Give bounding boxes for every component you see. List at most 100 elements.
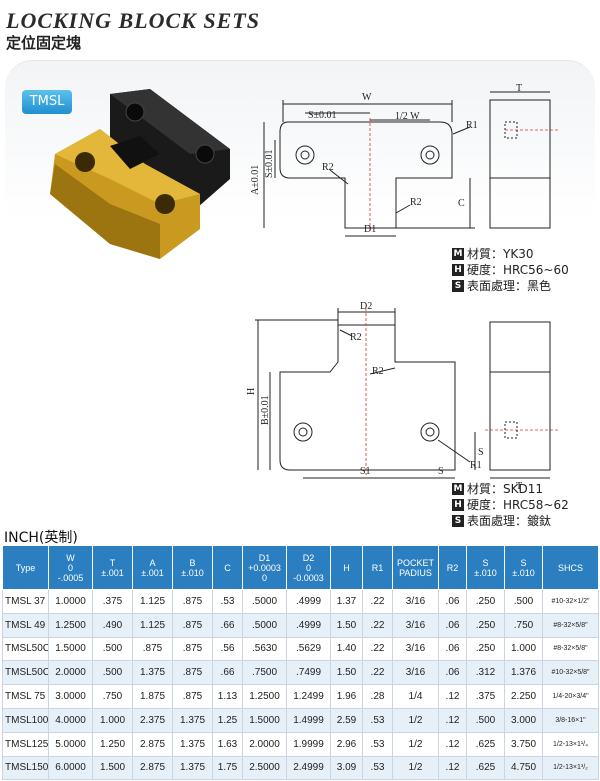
- table-cell: 1.0000: [48, 589, 93, 614]
- dim-h: H: [246, 388, 257, 395]
- dim-r2b: R2: [410, 197, 422, 208]
- table-header-line: T: [109, 557, 116, 568]
- top-drawing-front: [263, 100, 475, 237]
- table-cell: .22: [362, 636, 393, 662]
- table-cell: 3.09: [330, 755, 363, 781]
- table-cell: .53: [362, 731, 393, 757]
- table-cell: .7499: [286, 660, 331, 686]
- table-cell: 3.750: [504, 731, 543, 757]
- table-header-line: 0: [67, 562, 73, 573]
- table-cell: .22: [362, 660, 393, 686]
- table-caption: INCH(英制): [4, 530, 78, 546]
- table-cell: 2.4999: [286, 755, 331, 781]
- table-cell: 1.50: [330, 660, 363, 686]
- table-cell: TMSL125: [2, 731, 49, 757]
- table-header-cell: S±.010: [504, 545, 543, 590]
- dim-half-w: 1/2 W: [395, 111, 420, 122]
- table-cell: .750: [504, 612, 543, 638]
- table-header-line: -0.0003: [293, 572, 324, 583]
- table-cell: 1.2500: [242, 684, 287, 709]
- table-cell: 1.75: [212, 755, 243, 781]
- table-header-line: 0: [305, 562, 311, 573]
- table-header-cell: Type: [2, 545, 49, 590]
- dim-r2a: R2: [322, 162, 334, 173]
- table-cell: 1.13: [212, 684, 243, 709]
- table-cell: .12: [438, 731, 467, 757]
- table-cell: 1.375: [172, 707, 213, 733]
- table-cell: 2.59: [330, 707, 363, 733]
- table-cell: 3/16: [392, 589, 439, 614]
- table-header-line: +0.0003: [248, 562, 281, 573]
- table-cell: TMSL100: [2, 707, 49, 733]
- dim-w: W: [362, 92, 372, 103]
- table-cell: .875: [172, 612, 213, 638]
- table-cell: .56: [212, 636, 243, 662]
- table-cell: 3/16: [392, 660, 439, 686]
- dim-t-top: T: [516, 83, 522, 94]
- table-cell: .06: [438, 636, 467, 662]
- table-header-cell: A±.001: [132, 545, 173, 590]
- table-cell: .53: [362, 707, 393, 733]
- table-cell: .375: [466, 684, 505, 709]
- table-cell: 3/16: [392, 612, 439, 638]
- table-header-cell: B±.010: [172, 545, 213, 590]
- table-cell: #10-32×5/8": [542, 660, 599, 686]
- table-header-line: ±.001: [141, 567, 164, 578]
- dim-r1: R1: [466, 120, 478, 131]
- table-cell: 1/4-20×3/4": [542, 684, 599, 709]
- table-cell: TMSL50C: [2, 636, 49, 662]
- table-header-line: ±.010: [512, 567, 535, 578]
- table-cell: .250: [466, 612, 505, 638]
- table-cell: 1.5000: [242, 707, 287, 733]
- table-header-line: Type: [15, 562, 36, 573]
- table-cell: 4.750: [504, 755, 543, 781]
- table-header-line: POCKET: [396, 557, 434, 568]
- table-cell: 2.250: [504, 684, 543, 709]
- table-header-line: H: [343, 562, 350, 573]
- table-cell: 1.2499: [286, 684, 331, 709]
- dim-s1: S1: [360, 466, 371, 477]
- table-cell: 1.000: [92, 707, 133, 733]
- table-cell: 1/2-13×1¹/₄: [542, 731, 599, 757]
- table-cell: 1/2: [392, 707, 439, 733]
- table-header-line: B: [189, 557, 196, 568]
- table-cell: .490: [92, 612, 133, 638]
- table-cell: 1/2: [392, 731, 439, 757]
- table-header-cell: C: [212, 545, 243, 590]
- table-cell: .66: [212, 612, 243, 638]
- table-header-line: PADIUS: [399, 567, 432, 578]
- product-badge: TMSL: [22, 90, 72, 114]
- table-cell: 1.125: [132, 589, 173, 614]
- table-cell: .12: [438, 684, 467, 709]
- table-cell: 1.40: [330, 636, 363, 662]
- table-header-cell: S±.010: [466, 545, 505, 590]
- table-header-cell: SHCS: [542, 545, 599, 590]
- table-cell: TMSL 75: [2, 684, 49, 709]
- dim-t-bottom: T: [516, 481, 522, 492]
- table-cell: .12: [438, 707, 467, 733]
- table-cell: 2.875: [132, 755, 173, 781]
- table-cell: .625: [466, 755, 505, 781]
- table-cell: 1.9999: [286, 731, 331, 757]
- table-cell: .500: [504, 589, 543, 614]
- table-cell: 1.375: [132, 660, 173, 686]
- table-cell: 2.5000: [242, 755, 287, 781]
- dim-a: A±0.01: [250, 165, 261, 195]
- table-cell: TMSL50C: [2, 660, 49, 686]
- table-header-cell: T±.001: [92, 545, 133, 590]
- dim-d1: D1: [364, 224, 376, 235]
- table-cell: .875: [132, 636, 173, 662]
- table-cell: 2.375: [132, 707, 173, 733]
- table-cell: .7500: [242, 660, 287, 686]
- table-cell: 2.0000: [48, 660, 93, 686]
- table-cell: 1/4: [392, 684, 439, 709]
